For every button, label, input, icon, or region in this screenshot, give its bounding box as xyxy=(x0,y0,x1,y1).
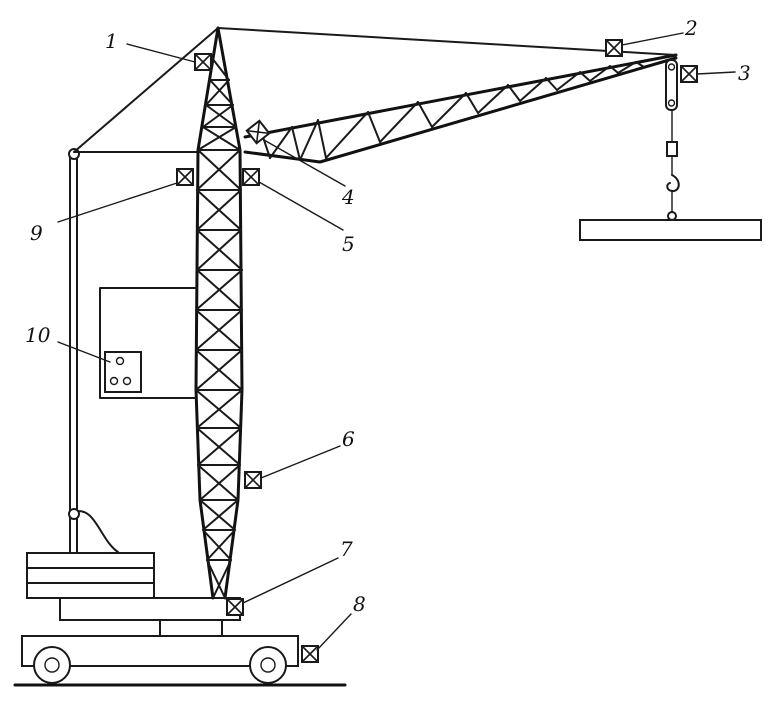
sensor-box-icon xyxy=(244,471,262,489)
sensor-box-icon xyxy=(176,168,194,186)
callout-6: 6 xyxy=(342,427,355,451)
callout-8: 8 xyxy=(353,592,366,616)
callout-1: 1 xyxy=(105,29,118,53)
leader-lines xyxy=(57,32,736,651)
sensor-box-icon xyxy=(226,598,244,616)
callout-5: 5 xyxy=(342,232,355,256)
suspended-load xyxy=(579,219,762,241)
tower-lattice xyxy=(194,26,244,600)
boom-pendant xyxy=(217,27,677,56)
guy-mast xyxy=(68,148,119,554)
hook-icon xyxy=(666,174,680,193)
callout-2: 2 xyxy=(684,16,698,40)
wheel-icon xyxy=(33,646,71,684)
sensor-box-icon xyxy=(194,53,212,71)
sensor-box-icon xyxy=(301,645,319,663)
hoist-assembly xyxy=(665,59,680,221)
counterweight xyxy=(26,552,155,599)
sensor-box-icon xyxy=(245,119,271,145)
callout-9: 9 xyxy=(30,221,43,245)
callout-7: 7 xyxy=(340,537,353,561)
sensor-box-icon xyxy=(605,39,623,57)
callout-4: 4 xyxy=(341,185,355,209)
wheel-icon xyxy=(249,646,287,684)
chassis xyxy=(21,597,299,684)
control-cabinet xyxy=(99,287,197,399)
sensor-box-icon xyxy=(242,168,260,186)
boom-jib xyxy=(243,53,678,164)
sensor-box-icon xyxy=(680,65,698,83)
pendant-cable xyxy=(73,27,219,153)
callout-3: 3 xyxy=(738,61,751,85)
callout-10: 10 xyxy=(25,323,51,347)
control-panel xyxy=(104,351,142,393)
